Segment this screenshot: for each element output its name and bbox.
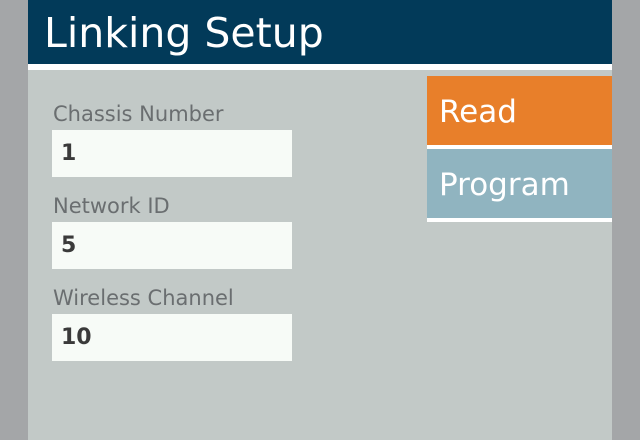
- network-id-input[interactable]: 5: [52, 222, 292, 269]
- read-button[interactable]: Read: [427, 76, 612, 149]
- network-id-label: Network ID: [53, 194, 170, 218]
- wireless-channel-label: Wireless Channel: [53, 286, 234, 310]
- program-button[interactable]: Program: [427, 149, 612, 222]
- wireless-channel-input[interactable]: 10: [52, 314, 292, 361]
- chassis-number-input[interactable]: 1: [52, 130, 292, 177]
- header-bar: Linking Setup: [28, 0, 612, 70]
- chassis-number-label: Chassis Number: [53, 102, 224, 126]
- linking-setup-screen: Linking Setup Chassis Number 1 Network I…: [28, 0, 612, 440]
- page-title: Linking Setup: [44, 9, 324, 57]
